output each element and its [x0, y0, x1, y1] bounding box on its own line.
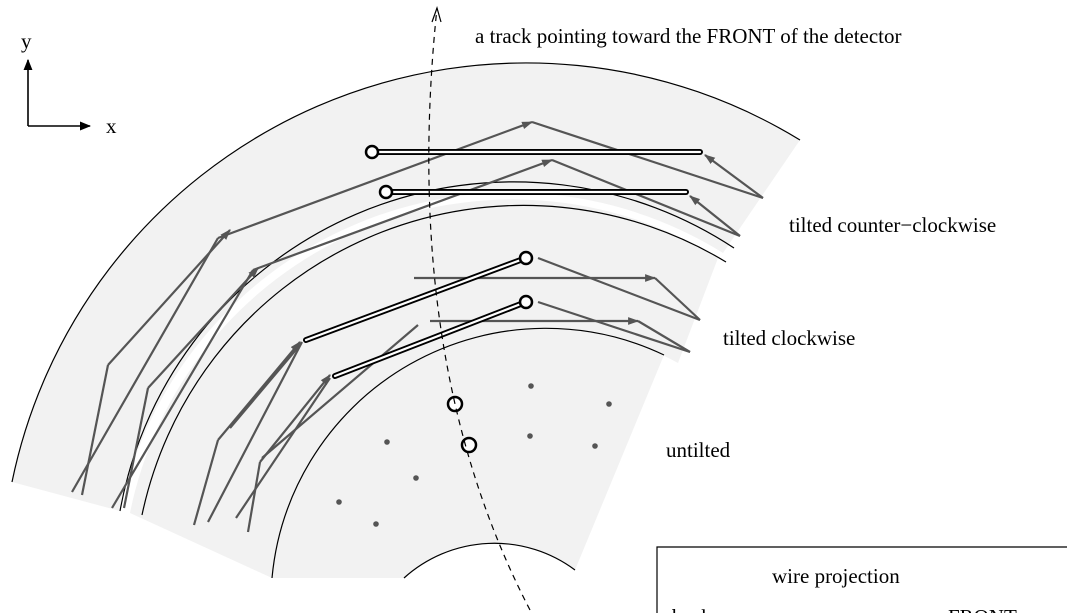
wire: [111, 269, 254, 509]
wire: [654, 277, 701, 321]
hit-circle: [446, 395, 464, 413]
wire: [246, 461, 262, 533]
track-line: [428, 7, 531, 611]
wire: [252, 158, 554, 272]
wire-dot: [336, 499, 342, 505]
outer-arc: [11, 62, 801, 483]
hit-circle: [364, 144, 380, 160]
hit-circle: [518, 294, 534, 310]
legend-border: [656, 546, 1067, 613]
wire-dot: [413, 475, 419, 481]
hit-circle: [518, 250, 534, 266]
wire: [107, 229, 231, 366]
legend-front-label: FRONT: [948, 605, 1017, 613]
wire-dot: [606, 401, 612, 407]
untilted-wires: [336, 383, 612, 527]
coordinate-axes: y x: [21, 29, 117, 138]
wire: [217, 341, 301, 441]
wire-dot: [373, 521, 379, 527]
wire: [217, 120, 534, 240]
wire-dot: [527, 433, 533, 439]
wire: [229, 344, 301, 429]
x-axis-label: x: [106, 114, 117, 138]
hit-circle: [460, 436, 478, 454]
wire: [71, 237, 219, 493]
wire: [207, 341, 303, 523]
legend-title: wire projection: [772, 564, 900, 588]
middle-inner-arc: [271, 327, 665, 579]
cw-label: tilted clockwise: [723, 326, 855, 350]
legend: wire projection back FRONT: [656, 546, 1067, 613]
outer-band: [12, 62, 800, 512]
detector-bands: [12, 62, 800, 578]
wire: [689, 195, 741, 237]
wire: [192, 439, 220, 526]
wire: [704, 154, 764, 199]
projected-wires: [303, 144, 703, 379]
ccw-label: tilted counter−clockwise: [789, 213, 996, 237]
y-axis-label: y: [21, 29, 32, 53]
track-label: a track pointing toward the FRONT of the…: [475, 24, 902, 48]
band-boundaries: [11, 62, 801, 579]
wire: [80, 364, 110, 496]
track-arrowhead: [431, 6, 442, 23]
wire: [537, 300, 691, 354]
wire-dot: [528, 383, 534, 389]
middle-band: [130, 199, 718, 578]
wire-dot: [384, 439, 390, 445]
hit-circle: [378, 184, 394, 200]
untilted-label: untilted: [666, 438, 731, 462]
projected-wire-fill: [304, 256, 528, 342]
wire-dot: [592, 443, 598, 449]
legend-back-label: back: [672, 605, 712, 613]
wire: [235, 377, 331, 519]
outer-inner-arc: [119, 181, 735, 512]
wire: [261, 324, 419, 459]
wire: [637, 320, 691, 353]
wire: [147, 267, 259, 389]
inner-hole-arc: [403, 542, 576, 579]
wire: [531, 120, 764, 200]
projected-wire-fill: [333, 300, 528, 378]
wire: [551, 158, 741, 238]
wire: [537, 256, 701, 322]
wires-ccw: [71, 120, 764, 509]
wire: [259, 374, 331, 463]
wire: [122, 387, 150, 509]
middle-outer-arc: [141, 204, 727, 516]
wires-cw: [192, 256, 701, 533]
